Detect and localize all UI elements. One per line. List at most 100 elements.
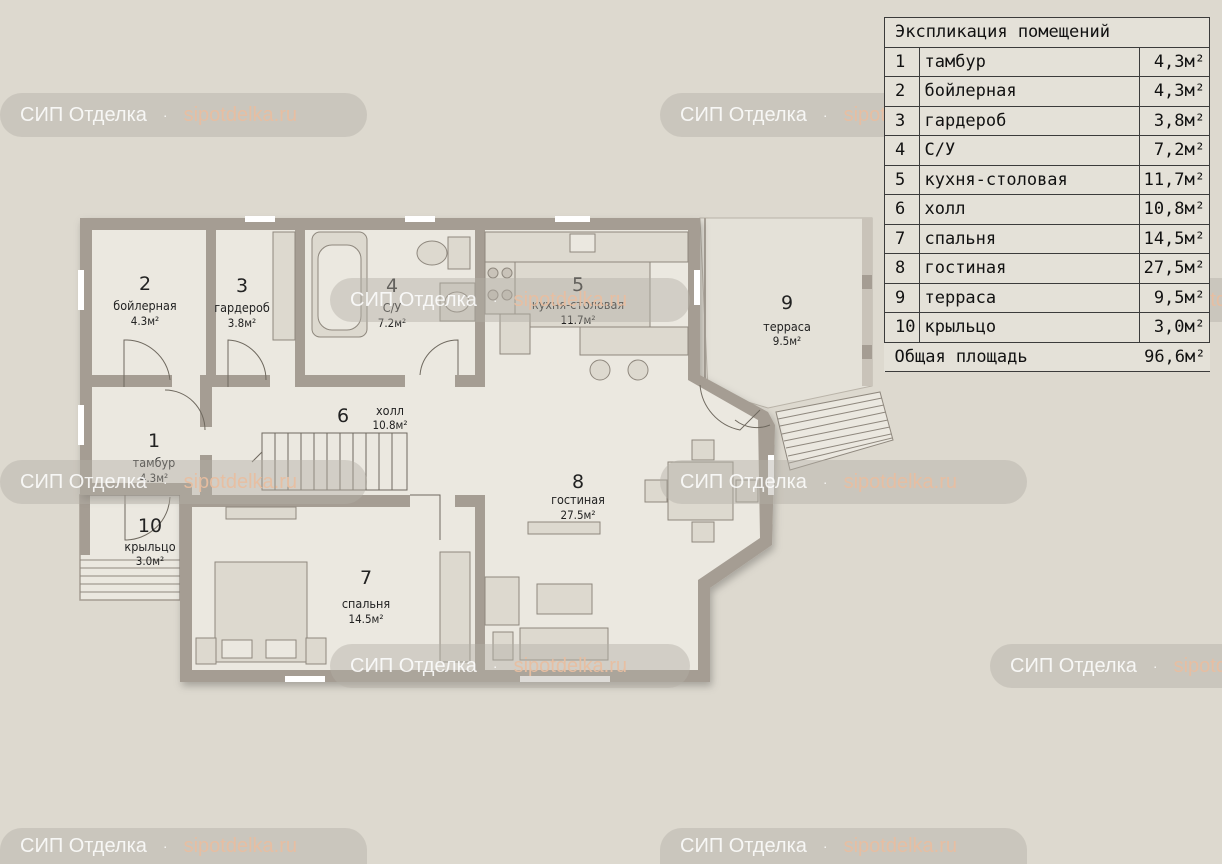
watermark: СИП Отделка · sipotdelka.ru <box>990 644 1222 688</box>
table-row: 6 холл 10,8м² <box>883 194 1211 225</box>
watermark-brand: СИП Отделка <box>1010 654 1137 677</box>
row-number: 6 <box>883 194 921 225</box>
row-name: спальня <box>919 223 1140 254</box>
row-area: 4,3м² <box>1138 46 1211 77</box>
row-area: 3,8м² <box>1138 105 1211 136</box>
table-row: 1 тамбур 4,3м² <box>883 46 1211 77</box>
row-name: крыльцо <box>919 312 1140 343</box>
room-area: 9.5м² <box>773 334 801 348</box>
room-number: 6 <box>337 405 349 427</box>
terrace-stairs <box>775 391 894 471</box>
row-area: 7,2м² <box>1138 135 1211 166</box>
row-number: 1 <box>883 46 921 77</box>
row-number: 2 <box>883 76 921 107</box>
table-row: 8 гостиная 27,5м² <box>883 253 1211 284</box>
room-number: 2 <box>139 273 151 295</box>
room-number: 1 <box>148 430 160 452</box>
room-area: 27.5м² <box>561 508 596 522</box>
row-number: 10 <box>883 312 921 343</box>
row-area: 14,5м² <box>1138 223 1211 254</box>
interior-walls <box>78 216 774 682</box>
room-number: 3 <box>236 275 248 297</box>
table-row: 10 крыльцо 3,0м² <box>883 312 1211 343</box>
room-name: гостиная <box>551 492 605 507</box>
watermark-brand: СИП Отделка <box>680 834 807 857</box>
explication-table: Экспликация помещений 1 тамбур 4,3м² 2 б… <box>883 17 1211 372</box>
watermark-separator: · <box>492 658 498 674</box>
interior-stairs <box>251 432 408 491</box>
room-number: 5 <box>572 274 584 296</box>
table-row: 9 терраса 9,5м² <box>883 282 1211 313</box>
row-area: 4,3м² <box>1138 76 1211 107</box>
watermark: СИП Отделка · sipotdelka.ru <box>0 828 367 864</box>
row-name: холл <box>919 194 1140 225</box>
room-number: 10 <box>138 515 162 537</box>
table-row: 4 С/У 7,2м² <box>883 135 1211 166</box>
room-area: 7.2м² <box>378 316 406 330</box>
room-name: крыльцо <box>124 539 175 554</box>
row-number: 3 <box>883 105 921 136</box>
explication-title: Экспликация помещений <box>884 17 1210 48</box>
watermark-brand: СИП Отделка <box>20 103 147 126</box>
row-number: 7 <box>883 223 921 254</box>
room-name: тамбур <box>133 455 176 470</box>
watermark-url: sipotdelka.ru <box>1173 654 1222 677</box>
room-area: 14.5м² <box>349 612 384 626</box>
doors <box>123 339 771 541</box>
row-name: кухня-столовая <box>919 164 1140 195</box>
total-area: 96,6м² <box>1139 341 1210 372</box>
watermark: СИП Отделка·sipotdelka.ru <box>0 460 367 504</box>
total-row: Общая площадь 96,6м² <box>884 341 1210 372</box>
terrace <box>699 217 894 471</box>
room-name: спальня <box>342 596 390 611</box>
room-labels: 2 бойлерная 4.3м² 3 гардероб 3.8м² 4 С/У… <box>113 273 811 626</box>
watermark-url: sipotdelka.ru <box>183 470 297 493</box>
room-area: 11.7м² <box>561 313 596 327</box>
room-name: бойлерная <box>113 298 176 313</box>
table-row: 5 кухня-столовая 11,7м² <box>883 164 1211 195</box>
room-name: кухня-столовая <box>532 297 624 312</box>
row-area: 27,5м² <box>1138 253 1211 284</box>
row-area: 3,0м² <box>1138 312 1211 343</box>
watermark-separator: · <box>1152 658 1158 674</box>
watermark-separator: · <box>162 474 168 490</box>
watermark-brand: СИП Отделка <box>680 470 807 493</box>
watermark-brand: СИП Отделка <box>680 103 807 126</box>
row-name: бойлерная <box>919 76 1140 107</box>
watermark-separator: · <box>162 838 168 854</box>
room-area: 4.3м² <box>131 314 159 328</box>
watermark: СИП Отделка · sipotdelka.ru <box>330 278 690 322</box>
row-name: терраса <box>919 282 1140 313</box>
total-label: Общая площадь <box>884 341 1140 372</box>
watermark-url: sipotdelka.ru <box>513 288 627 311</box>
watermark-url: sipotdelka.ru <box>513 654 627 677</box>
furniture <box>195 231 759 665</box>
room-area: 3.8м² <box>228 316 256 330</box>
row-number: 5 <box>883 164 921 195</box>
watermark-brand: СИП Отделка <box>350 288 477 311</box>
room-area: 3.0м² <box>136 554 164 568</box>
table-row: 2 бойлерная 4,3м² <box>883 76 1211 107</box>
room-area: 4.3м² <box>140 471 168 485</box>
watermark: СИП Отделка · sipotdelka.ru <box>660 460 1027 504</box>
row-area: 10,8м² <box>1138 194 1211 225</box>
watermark-separator: · <box>822 838 828 854</box>
room-number: 7 <box>360 567 372 589</box>
watermark-brand: СИП Отделка <box>350 654 477 677</box>
watermark-brand: СИП Отделка <box>20 834 147 857</box>
watermark-url: sipotdelka.ru <box>183 834 297 857</box>
watermark: СИП Отделка·sipotdelka.ru <box>0 93 367 137</box>
watermark-separator: · <box>492 292 498 308</box>
room-name: С/У <box>383 300 402 315</box>
watermark-url: sipotdelka.ru <box>843 470 957 493</box>
room-name: холл <box>376 403 404 418</box>
row-area: 11,7м² <box>1138 164 1211 195</box>
watermark: СИП Отделка · sipotdelka.ru <box>330 644 690 688</box>
watermark-separator: · <box>822 474 828 490</box>
room-number: 4 <box>386 275 398 297</box>
watermark-separator: · <box>822 107 828 123</box>
row-name: гардероб <box>919 105 1140 136</box>
watermark-separator: · <box>162 107 168 123</box>
table-row: 7 спальня 14,5м² <box>883 223 1211 254</box>
